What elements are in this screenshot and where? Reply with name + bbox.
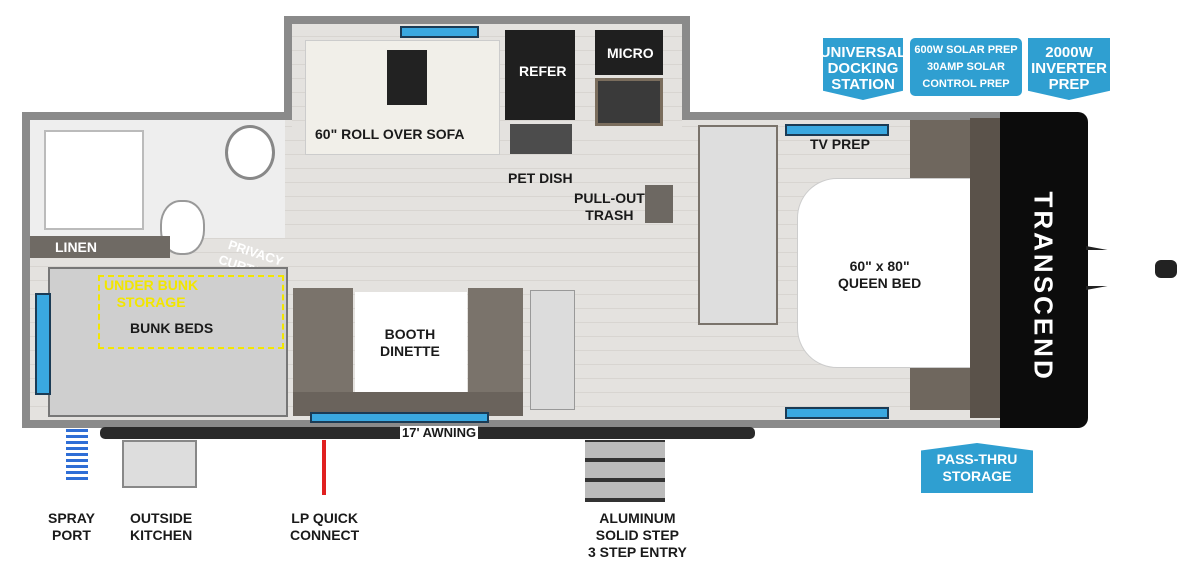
window: [785, 124, 889, 136]
pet-dish-label: PET DISH: [508, 170, 573, 186]
window: [310, 412, 489, 423]
lp-quick-connect-label: LP QUICK CONNECT: [290, 510, 360, 543]
vanity: [698, 125, 778, 325]
outside-kitchen-label: OUTSIDE KITCHEN: [130, 510, 193, 543]
callout-inverter: 2000W INVERTER PREP: [1028, 38, 1110, 100]
trash-bin: [645, 185, 673, 223]
entry-step: [585, 440, 665, 502]
lp-line: [322, 440, 326, 495]
spray-port-hose: [66, 428, 88, 480]
dinette-table: [355, 292, 467, 392]
step-entry-label: ALUMINUM SOLID STEP 3 STEP ENTRY: [588, 510, 687, 560]
sofa-label: 60" ROLL OVER SOFA: [315, 126, 465, 142]
bunk-beds: [48, 267, 288, 417]
sofa-table: [387, 50, 427, 105]
pantry: [530, 290, 575, 410]
callout-pass-thru-storage: PASS-THRU STORAGE: [921, 443, 1033, 493]
bedroom-wall: [970, 118, 1002, 418]
under-bunk-label: UNDER BUNK STORAGE: [104, 277, 199, 310]
bunk-beds-label: BUNK BEDS: [130, 320, 214, 336]
outside-kitchen: [122, 440, 197, 488]
window: [35, 293, 51, 395]
dinette-label: BOOTH DINETTE: [380, 326, 440, 359]
tv-prep-label: TV PREP: [810, 136, 870, 152]
brand-logo: TRANSCEND: [1028, 191, 1059, 382]
queen-bed-label: 60" x 80" QUEEN BED: [838, 258, 922, 291]
awning-label: 17' AWNING: [400, 425, 479, 440]
pull-out-trash-label: PULL-OUT TRASH: [574, 190, 645, 223]
window: [785, 407, 889, 419]
callout-solar: 600W SOLAR PREP 30AMP SOLAR CONTROL PREP: [910, 38, 1022, 96]
spray-port-label: SPRAY PORT: [48, 510, 95, 543]
micro-label: MICRO: [607, 45, 654, 61]
window: [400, 26, 479, 38]
stove: [595, 78, 663, 126]
shower: [44, 130, 144, 230]
linen-cabinet: [30, 236, 170, 258]
queen-bed: [797, 178, 972, 368]
microwave: [595, 30, 663, 75]
kitchen-sink: [510, 124, 572, 154]
front-cap: [1000, 112, 1088, 428]
callout-docking-station: UNIVERSAL DOCKING STATION: [823, 38, 903, 100]
refrigerator: [505, 30, 575, 120]
under-bunk-storage-outline: [98, 275, 284, 349]
sink: [225, 125, 275, 180]
hitch-coupler: [1155, 260, 1177, 278]
linen-label: LINEN: [55, 239, 97, 255]
refer-label: REFER: [519, 63, 567, 79]
